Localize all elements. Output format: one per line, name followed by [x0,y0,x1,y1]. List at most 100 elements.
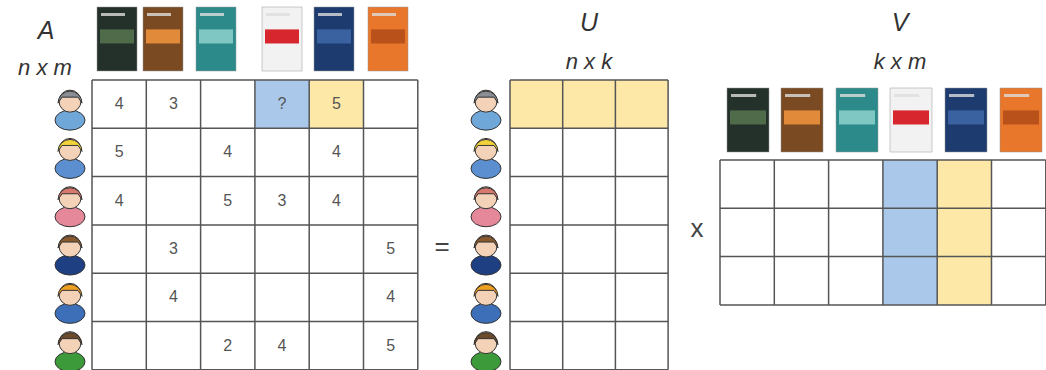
operator-symbol: = [434,233,449,259]
matrix-grid [720,304,1046,306]
user-icon [471,352,501,370]
table-cell: 4 [386,289,395,305]
highlight-cell [255,80,309,128]
matrix-grid [510,128,668,130]
user-icon [474,139,498,151]
matrix-grid [92,369,418,370]
book-cover [840,94,865,97]
book-cover [371,29,405,43]
highlight-row [510,80,668,128]
table-cell: 3 [169,96,178,112]
table-cell: 4 [332,193,341,209]
book-cover [1004,94,1029,97]
table-cell: 5 [386,338,395,354]
user-icon [475,332,497,354]
book-cover [318,13,342,16]
highlight-column [937,160,991,305]
user-icon [471,255,501,275]
matrix-name: A [38,18,55,43]
matrix-name: V [892,10,909,35]
table-cell: 4 [115,96,124,112]
user-icon [59,235,81,257]
matrix-grid [510,224,668,226]
book-cover [200,13,224,16]
matrix-grid [720,208,1046,210]
matrix-grid [92,224,418,226]
user-icon [475,138,497,160]
matrix-grid [510,79,668,81]
book-cover [836,88,878,152]
matrix-grid [92,79,418,81]
user-icon [471,158,501,178]
matrix-grid [720,256,1046,258]
book-cover [146,29,180,43]
user-icon [55,158,85,178]
user-icon [474,333,498,345]
matrix-grid [92,128,418,130]
table-cell: 4 [223,144,232,160]
table-cell: 4 [115,193,124,209]
user-icon [471,110,501,130]
user-icon [55,110,85,130]
book-cover [731,94,756,97]
user-icon [55,255,85,275]
book-cover [97,7,137,71]
matrix-dimension: n x m [18,57,72,79]
user-icon [474,284,498,296]
book-cover [262,7,302,71]
user-icon [471,207,501,227]
user-icon [59,332,81,354]
table-cell: 5 [223,193,232,209]
book-cover [784,110,820,124]
matrix-grid [1045,160,1046,305]
book-cover [785,94,810,97]
book-cover [781,88,823,152]
table-cell: 4 [169,289,178,305]
highlight-cell [309,80,363,128]
book-cover [314,7,354,71]
matrix-grid [510,176,668,178]
user-icon [474,236,498,248]
user-icon [58,333,82,345]
book-cover [1003,110,1039,124]
book-cover [1000,88,1042,152]
user-icon [58,284,82,296]
matrix-grid [92,272,418,274]
book-cover [147,13,171,16]
matrix-name: U [580,10,598,35]
matrix-grid [774,160,776,305]
table-cell: 5 [332,96,341,112]
book-cover [266,13,290,16]
table-cell: 3 [169,241,178,257]
matrix-grid [882,160,884,305]
book-cover [948,110,984,124]
matrix-grid [510,321,668,323]
user-icon [58,139,82,151]
matrix-grid [92,176,418,178]
book-cover [199,29,233,43]
user-icon [58,91,82,103]
book-cover [945,88,987,152]
user-icon [55,207,85,227]
matrix-grid [510,272,668,274]
book-cover [893,110,929,124]
user-icon [475,283,497,305]
user-icon [55,303,85,323]
user-icon [475,187,497,209]
book-cover [265,29,299,43]
table-cell: 4 [332,144,341,160]
book-cover [196,7,236,71]
matrix-grid [991,160,993,305]
table-cell: 3 [278,193,287,209]
book-cover [100,29,134,43]
matrix-dimension: n x k [566,51,612,73]
matrix-grid [719,160,721,305]
matrix-grid [720,159,1046,161]
table-cell: 4 [278,338,287,354]
book-cover [727,88,769,152]
user-icon [59,283,81,305]
highlight-column [883,160,937,305]
user-icon [55,352,85,370]
book-cover [368,7,408,71]
